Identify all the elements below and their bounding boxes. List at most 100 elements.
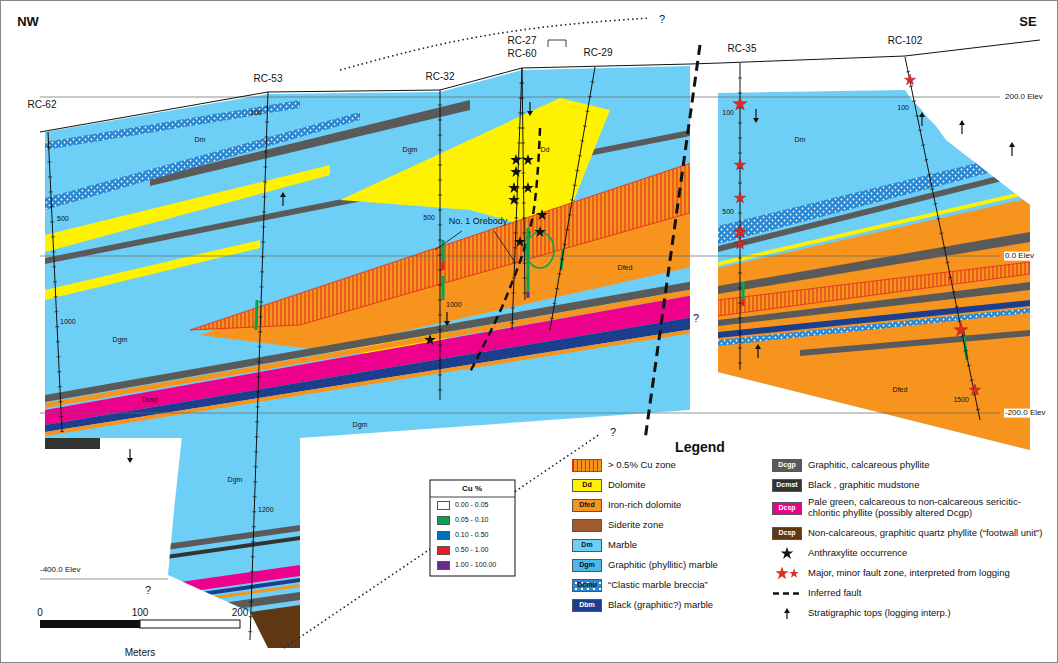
stratum xyxy=(45,294,700,425)
anthraxylite-star xyxy=(508,182,520,193)
leader-line xyxy=(494,231,515,262)
elevation-label: 200.0 Elev xyxy=(1004,93,1044,102)
se-block xyxy=(710,80,1040,460)
legend-text: Siderite zone xyxy=(608,520,768,531)
elevation-line xyxy=(40,413,1000,414)
legend-swatch xyxy=(437,546,450,555)
elevation-label: -200.0 Elev xyxy=(1004,409,1046,418)
query-mark: ? xyxy=(659,13,665,25)
legend-swatch xyxy=(437,531,450,540)
leader-line xyxy=(435,231,462,250)
drill-hole xyxy=(905,57,980,420)
stratum xyxy=(45,316,700,432)
depth-label: 1000 xyxy=(446,301,462,309)
direction: SE xyxy=(1019,15,1036,29)
assay-interval xyxy=(442,276,445,300)
anthraxylite-star xyxy=(536,209,548,220)
anthraxylite-star xyxy=(424,334,436,345)
drill-hole xyxy=(738,63,742,370)
legend-text: 0.00 - 0.05 xyxy=(455,501,513,509)
legend-text: Marble xyxy=(608,540,768,551)
hole-name: RC-35 xyxy=(728,43,757,54)
swatch-code: Dcsp xyxy=(778,529,795,537)
depth-label: 100 xyxy=(250,109,262,117)
fault-star xyxy=(733,97,747,110)
legend-symbol xyxy=(772,547,802,560)
stratum xyxy=(45,288,700,408)
scale-bar xyxy=(40,620,140,628)
strat-top-arrow xyxy=(527,102,533,116)
legend-text: Anthraxylite occurrence xyxy=(808,548,1048,559)
stratum xyxy=(45,240,260,300)
legend-text: Iron-rich dolomite xyxy=(608,500,768,511)
unit-label: Dfed xyxy=(893,386,908,394)
strat-top-arrow xyxy=(959,120,965,134)
depth-label: 100 xyxy=(897,104,909,112)
legend-text: Pale green, calcareous to non-calcareous… xyxy=(808,497,1048,519)
depth-label: 500 xyxy=(722,208,734,216)
legend-text: Dolomite xyxy=(608,480,768,491)
projection-line xyxy=(340,18,650,70)
legend-title: Legend xyxy=(675,440,725,455)
fault-star xyxy=(734,159,745,170)
elevation-label: -400.0 Elev xyxy=(40,566,80,575)
hole-name: RC-29 xyxy=(584,47,613,58)
elevation-label: 0.0 Elev xyxy=(1004,252,1035,261)
legend-text: 1.00 - 100.00 xyxy=(455,561,513,569)
legend-swatch xyxy=(437,516,450,525)
hole-name: RC-102 xyxy=(888,35,922,46)
legend-text: 0.50 - 1.00 xyxy=(455,546,513,554)
legend-title: Cu % xyxy=(462,485,482,494)
fault-star xyxy=(734,192,745,203)
hole-name: RC-27 xyxy=(508,35,537,46)
legend-symbol xyxy=(772,567,802,580)
fault-star xyxy=(969,384,980,395)
anthraxylite-star xyxy=(514,236,526,247)
unit-label: Dd xyxy=(541,146,550,154)
elevation-line xyxy=(40,579,168,580)
legend-text: 0.05 - 0.10 xyxy=(455,516,513,524)
legend-text: Black (graphitic?) marble xyxy=(608,600,768,611)
legend-text: Major, minor fault zone, interpreted fro… xyxy=(808,568,1048,579)
swatch-code: Dfed xyxy=(579,501,595,509)
anthraxylite-star xyxy=(522,182,534,193)
elevation-line xyxy=(40,256,1000,257)
assay-interval xyxy=(742,282,745,300)
strat-top-arrow xyxy=(1009,142,1015,156)
swatch-code: Dgm xyxy=(579,561,595,569)
inferred-fault xyxy=(645,45,700,440)
cu-legend-box xyxy=(430,480,515,576)
scale-unit: Meters xyxy=(125,647,156,658)
legend-text: Inferred fault xyxy=(808,588,1048,599)
unit-label: Dm xyxy=(195,136,206,144)
strat-top-arrow xyxy=(755,344,761,358)
unit-label: Dgm xyxy=(228,476,243,484)
inferred-fault xyxy=(470,128,540,372)
strat-top-arrow xyxy=(280,192,286,206)
legend-text: Graphitic, calcareous phyllite xyxy=(808,460,1048,471)
drill-hole xyxy=(438,90,442,400)
swatch-code: Dd xyxy=(582,481,591,489)
swatch-code: Dm xyxy=(581,541,592,549)
stratum xyxy=(718,300,1030,338)
anthraxylite-star xyxy=(510,154,522,165)
hole-name: RC-62 xyxy=(28,99,57,110)
assay-interval xyxy=(442,262,445,270)
anthraxylite-star xyxy=(510,166,522,177)
depth-label: 1200 xyxy=(258,506,274,514)
swatch-code: Dcgp xyxy=(778,461,796,469)
assay-interval xyxy=(256,300,257,330)
stratum xyxy=(45,112,360,210)
query-mark: ? xyxy=(610,426,616,438)
drill-hole xyxy=(248,92,269,640)
swatch-code: Dbm xyxy=(579,601,595,609)
legend-symbol xyxy=(772,587,802,600)
depth-label: 500 xyxy=(423,214,435,222)
hole-name: RC-53 xyxy=(254,73,283,84)
topography xyxy=(40,40,1040,132)
hole-name: RC-60 xyxy=(508,48,537,59)
scale-number: 0 xyxy=(37,607,43,618)
nw-block xyxy=(40,40,700,460)
collar-bracket xyxy=(548,40,566,47)
